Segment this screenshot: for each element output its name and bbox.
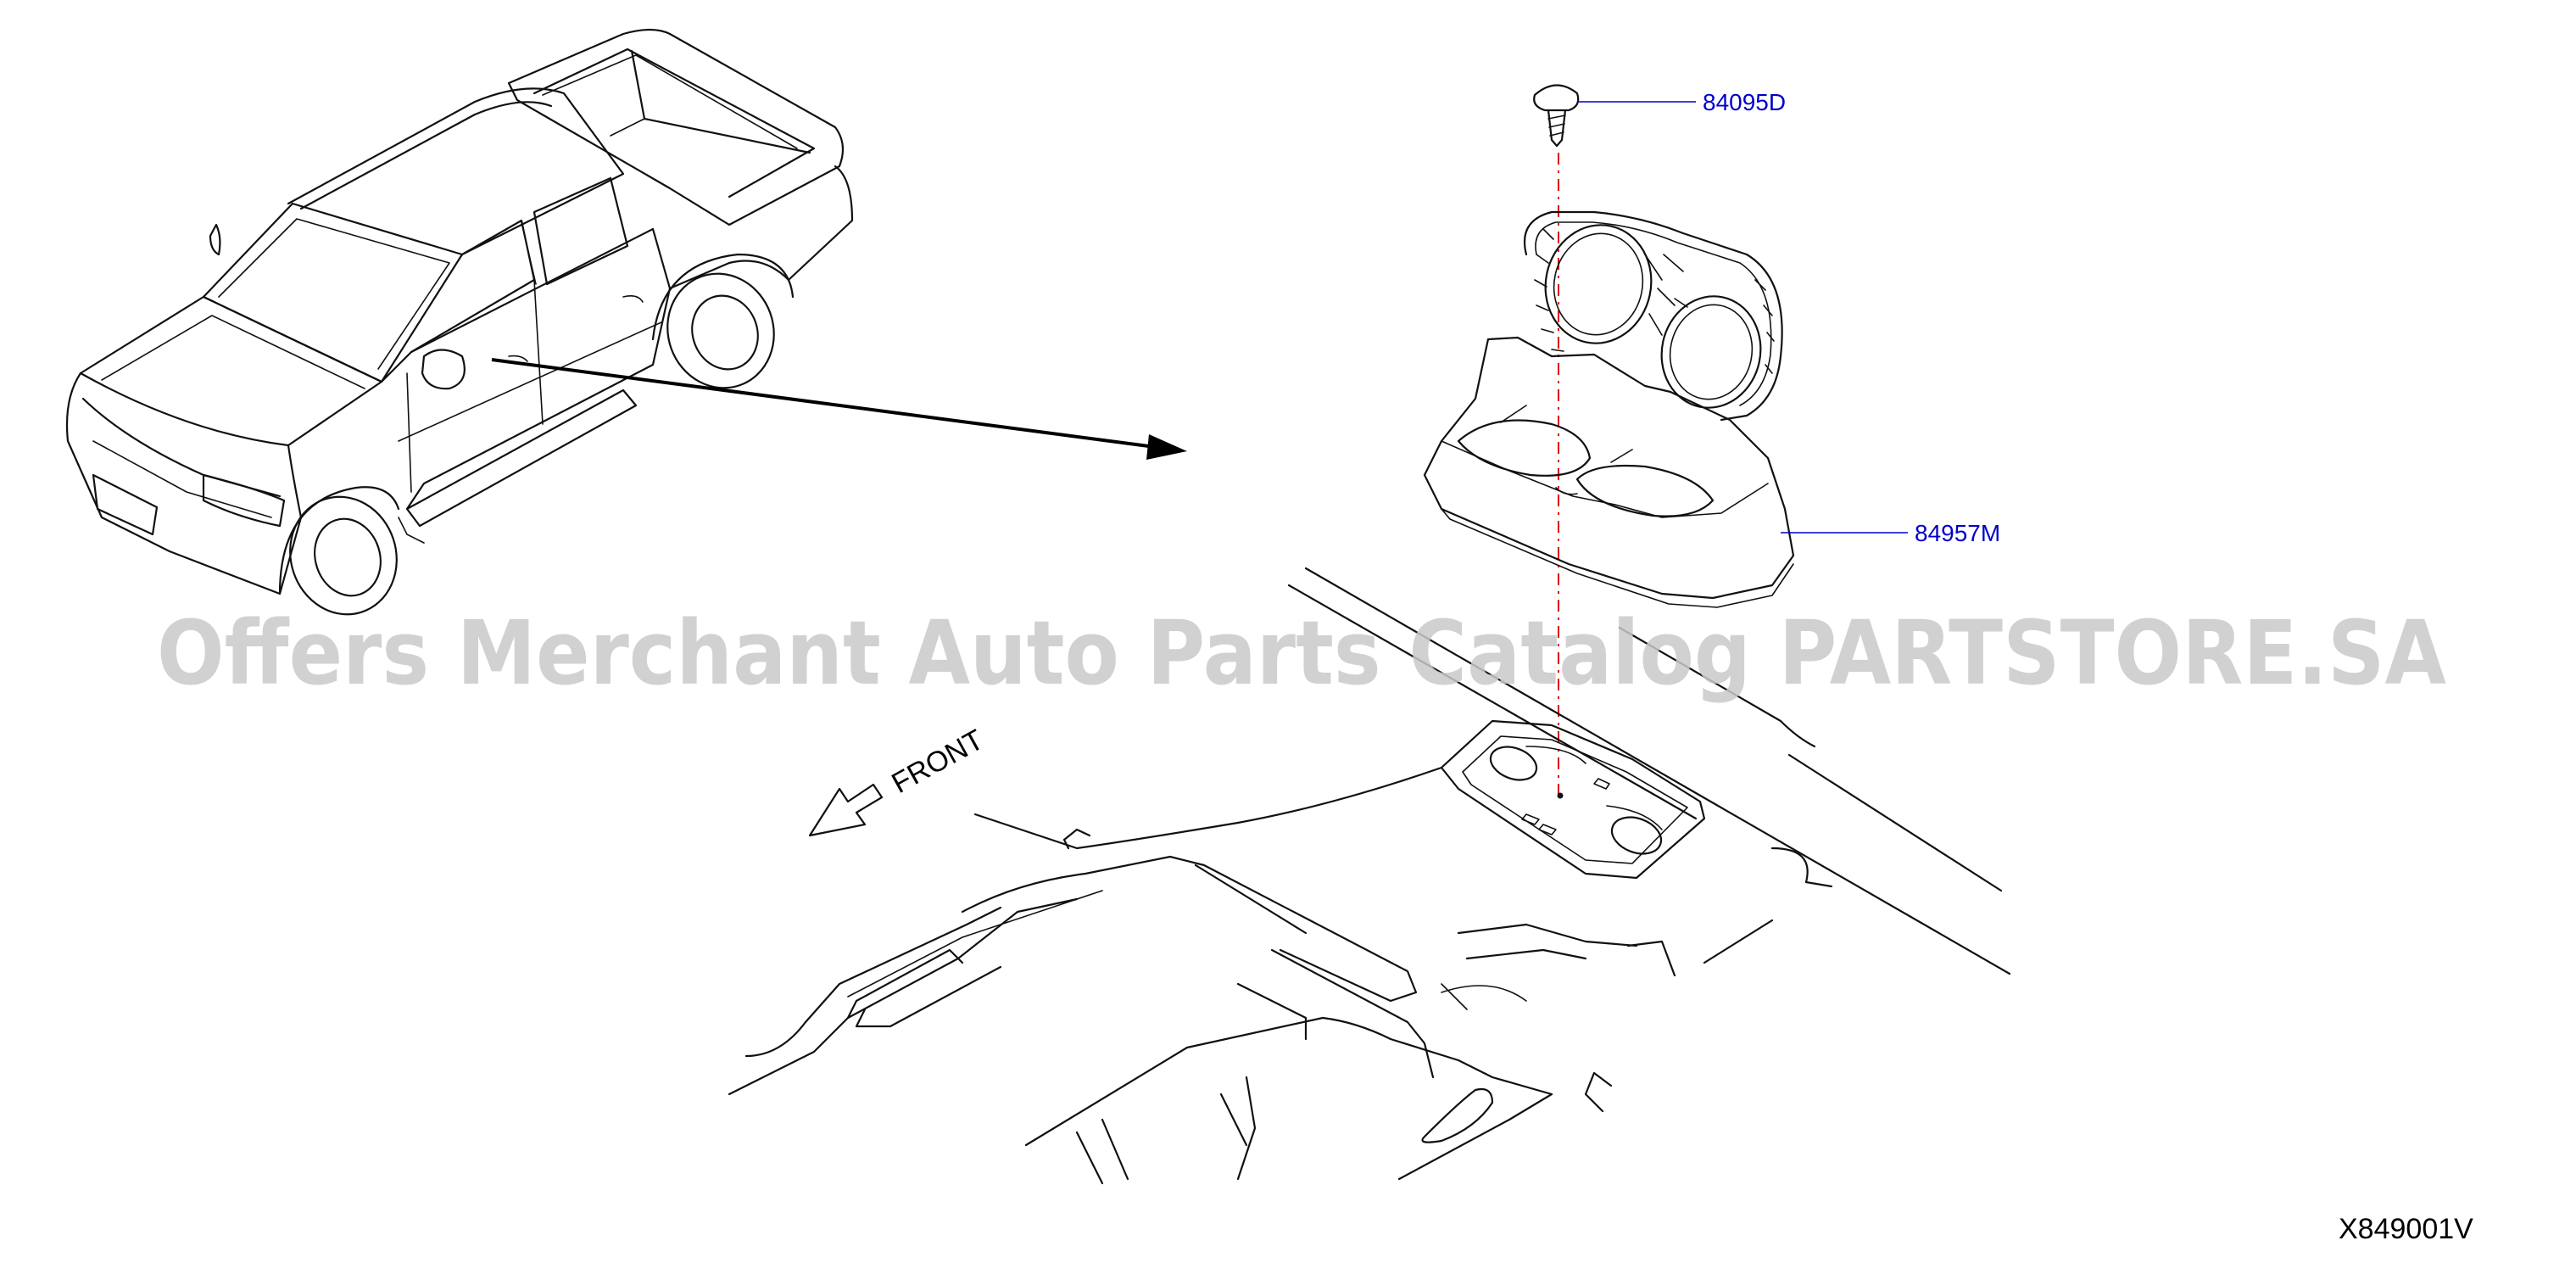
front-direction-indicator: FRONT — [808, 724, 989, 837]
part-callout-84095D: 84095D — [1577, 89, 1786, 115]
floor-panel-illustration — [728, 567, 2011, 1185]
cup-holder-finisher-part — [1423, 210, 1795, 608]
front-arrow-icon — [808, 783, 884, 837]
watermark-text: Offers Merchant Auto Parts Catalog PARTS… — [157, 601, 2446, 705]
part-callout-84957M: 84957M — [1781, 520, 2000, 546]
part-number-label: 84957M — [1915, 520, 2000, 546]
callout-arrow — [491, 358, 1187, 460]
part-number-label: 84095D — [1703, 89, 1786, 115]
front-label: FRONT — [886, 724, 989, 800]
vehicle-illustration — [65, 28, 854, 616]
diagram-reference-code: X849001V — [2339, 1213, 2473, 1245]
clip-screw-part — [1533, 84, 1580, 148]
